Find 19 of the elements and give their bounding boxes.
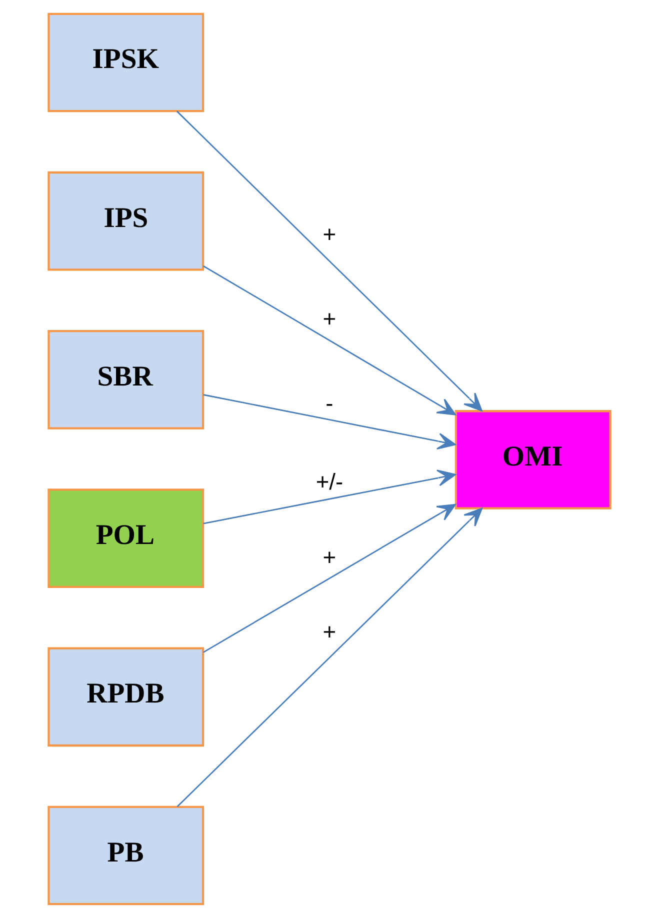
edge-label: +/- xyxy=(316,468,344,494)
arrow xyxy=(203,394,456,450)
arrow xyxy=(203,265,456,416)
arrow xyxy=(176,508,483,808)
arrow xyxy=(203,504,456,653)
edge-label: + xyxy=(322,618,336,644)
node-box: OMI xyxy=(454,410,612,510)
node-box: SBR xyxy=(48,330,204,430)
node-box: IPSK xyxy=(48,12,204,112)
edge-label: + xyxy=(322,221,336,248)
arrow xyxy=(176,110,482,412)
node-box: PB xyxy=(48,806,204,906)
arrow xyxy=(203,470,456,524)
edge-label: - xyxy=(326,390,334,416)
node-box: IPS xyxy=(48,171,204,271)
node-box: POL xyxy=(48,488,204,588)
node-box: RPDB xyxy=(48,647,204,747)
edge-label: + xyxy=(322,306,336,332)
edge-label: + xyxy=(322,544,336,570)
